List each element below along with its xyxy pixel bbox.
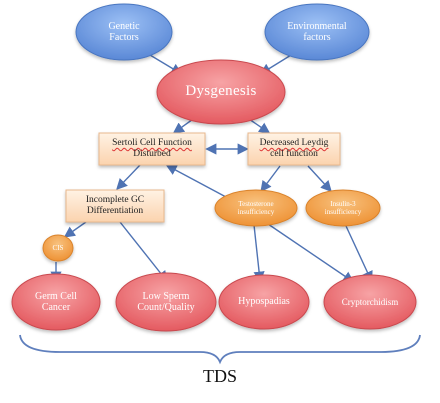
node-low-sperm xyxy=(115,272,217,332)
tds-label: TDS xyxy=(202,366,237,386)
node-leydig-box xyxy=(247,132,341,166)
arrow-testosterone-to-sertoli xyxy=(165,164,227,198)
node-testosterone xyxy=(214,189,298,227)
node-genetic-factors xyxy=(75,3,173,61)
arrow-incomplete-gc-to-low-sperm xyxy=(119,221,168,283)
node-germ-cell-cancer xyxy=(11,273,101,331)
node-insl3 xyxy=(305,189,381,227)
node-dysgenesis xyxy=(156,59,286,125)
node-cis xyxy=(42,234,74,262)
node-cryptorchidism xyxy=(323,274,417,330)
node-sertoli-box xyxy=(98,132,206,166)
arrow-insl3-to-cryptorchidism xyxy=(345,225,373,283)
tds-bracket xyxy=(19,334,421,365)
arrow-testosterone-to-cryptorchidism xyxy=(267,223,355,283)
arrow-leydig-to-testosterone xyxy=(260,165,281,193)
node-hypospadias xyxy=(218,274,310,330)
arrow-testosterone-to-hypospadias xyxy=(253,224,265,283)
node-environmental-factors xyxy=(264,3,370,61)
node-incomplete-gc-box xyxy=(65,189,165,223)
arrow-incomplete-gc-to-cis xyxy=(63,221,87,238)
arrow-sertoli-to-incomplete-gc xyxy=(116,164,141,191)
arrow-leydig-to-insl3 xyxy=(307,165,332,193)
